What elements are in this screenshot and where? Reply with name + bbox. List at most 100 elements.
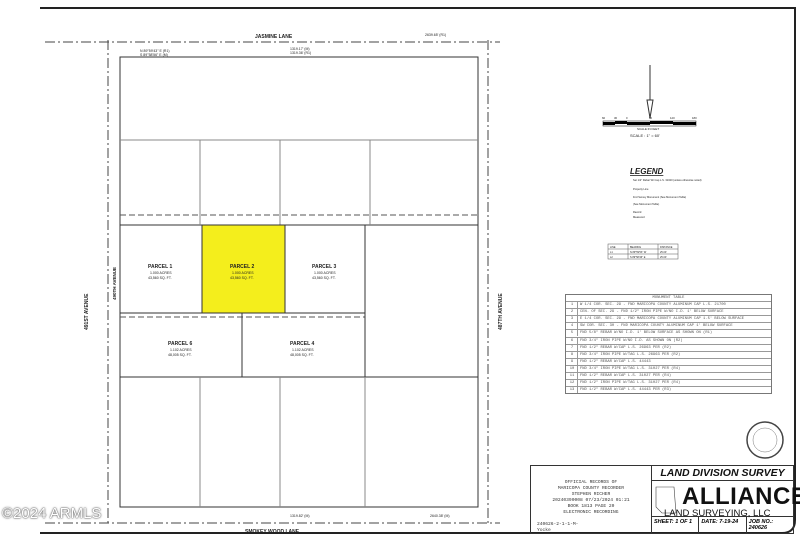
recording-line: ELECTRONIC RECORDING xyxy=(563,510,619,515)
title-block: OFFICIAL RECORDS OF MARICOPA COUNTY RECO… xyxy=(530,465,800,534)
north-arrow-head-icon xyxy=(646,99,654,119)
parcel-name: PARCEL 6 xyxy=(168,341,192,347)
survey-title: LAND DIVISION SURVEY xyxy=(652,466,793,481)
parcel-1[interactable]: PARCEL 1 1.000 ACRES 43,560 SQ. FT. xyxy=(148,264,172,280)
company-subtitle: LAND SURVEYING, LLC xyxy=(664,508,771,519)
parcel-acres: 1.000 ACRES xyxy=(150,271,172,275)
scale-ratio: SCALE : 1" = 60' xyxy=(630,133,660,138)
svg-text:N 89°59'53" W: N 89°59'53" W xyxy=(630,251,647,254)
surveyor-seal-inner xyxy=(752,427,778,453)
legend-item: Property Line xyxy=(633,187,649,191)
parcel-sqft: 43,560 SQ. FT. xyxy=(148,276,172,280)
scale-tick: 180 xyxy=(692,116,697,120)
street-north: JASMINE LANE xyxy=(255,34,293,40)
parcel-sqft: 48,005 SQ. FT. xyxy=(290,353,314,357)
street-south: SMOKEY WOOD LANE xyxy=(245,529,300,535)
legend-item: Set 1/2" Rebar W/ Cap L.S. 31020 (unless… xyxy=(633,178,702,182)
company-logo: ALLIANCE LAND SURVEYING, LLC xyxy=(652,481,800,519)
recording-line: STEPHEN RICHER xyxy=(571,492,611,497)
company-name: ALLIANCE xyxy=(682,483,800,510)
svg-text:L2: L2 xyxy=(610,256,613,259)
svg-text:L1: L1 xyxy=(610,251,613,254)
surveyor-seal xyxy=(746,421,784,459)
parcel-6[interactable]: PARCEL 6 1.102 ACRES 48,005 SQ. FT. xyxy=(168,341,192,357)
dim-north-dist: 2639.65' (R1) xyxy=(425,33,446,37)
parcel-2[interactable]: PARCEL 2 1.000 ACRES 43,560 SQ. FT. xyxy=(230,264,254,280)
arizona-outline-icon xyxy=(655,486,677,514)
parcel-name: PARCEL 2 xyxy=(230,264,254,270)
sheet-number: SHEET: 1 OF 1 xyxy=(652,517,700,533)
monument-table-title: MONUMENT TABLE xyxy=(652,296,685,300)
recording-line: BOOK 1813 PAGE 20 xyxy=(567,504,615,509)
legend-item: (See Monument Table) xyxy=(633,202,659,206)
recording-info: OFFICIAL RECORDS OF MARICOPA COUNTY RECO… xyxy=(531,466,652,533)
scale-bar xyxy=(602,120,697,127)
parcel-name: PARCEL 4 xyxy=(290,341,314,347)
parcel-acres: 1.000 ACRES xyxy=(314,271,336,275)
parcel-sqft: 48,005 SQ. FT. xyxy=(168,353,192,357)
svg-text:25.00': 25.00' xyxy=(660,251,667,254)
svg-text:LINE: LINE xyxy=(610,246,616,249)
parcel-name: PARCEL 1 xyxy=(148,264,172,270)
survey-date: DATE: 7-19-24 xyxy=(699,517,747,533)
watermark: ©2024 ARMLS xyxy=(2,505,102,522)
bearing-north: N 89°59'43" E (R1) xyxy=(140,49,170,53)
scale-tick: 60 xyxy=(602,116,606,120)
dim-south-dist: 2640.38' (M) xyxy=(430,514,450,518)
scale-tick: 60 xyxy=(649,116,653,120)
bearing-north-2: S 89°58'56" E (M) xyxy=(140,53,168,57)
scale-tick: 30 xyxy=(614,116,618,120)
legend-item: Measured xyxy=(633,215,645,219)
legend-item: Fnd Survey Monument (See Monument Table) xyxy=(633,195,686,199)
svg-text:25.00': 25.00' xyxy=(660,256,667,259)
street-east: 487TH AVENUE xyxy=(498,293,504,330)
recording-line: OFFICIAL RECORDS OF xyxy=(564,480,618,485)
street-west-inner: 490TH AVENUE xyxy=(112,267,117,300)
scale-tick: 0 xyxy=(626,116,628,120)
recording-line: MARICOPA COUNTY RECORDER xyxy=(557,486,625,491)
svg-text:S 89°58'46" E: S 89°58'46" E xyxy=(630,256,646,259)
dim-north: 1319.17' (M) xyxy=(290,47,310,51)
job-number: JOB NO.: 240626 xyxy=(748,519,774,531)
recording-ref: Yocke xyxy=(537,528,551,533)
recording-ref: 240626-2-1-1-M- xyxy=(537,522,579,527)
legend-item: Record xyxy=(633,210,642,214)
svg-text:DISTANCE: DISTANCE xyxy=(660,246,673,249)
parcel-sqft: 43,560 SQ. FT. xyxy=(230,276,254,280)
scale-tick: 120 xyxy=(670,116,675,120)
parcel-sqft: 43,560 SQ. FT. xyxy=(312,276,336,280)
parcel-3[interactable]: PARCEL 3 1.000 ACRES 43,560 SQ. FT. xyxy=(312,264,336,280)
parcel-4[interactable]: PARCEL 4 1.102 ACRES 48,005 SQ. FT. xyxy=(290,341,314,357)
parcel-2-highlight[interactable] xyxy=(201,224,286,314)
parcel-acres: 1.000 ACRES xyxy=(232,271,254,275)
line-table: LINE BEARING DISTANCE L1 N 89°59'53" W 2… xyxy=(607,243,679,260)
street-west-outer: 491ST AVENUE xyxy=(84,293,90,330)
parcel-acres: 1.102 ACRES xyxy=(170,348,192,352)
sheet-border xyxy=(40,7,796,534)
svg-text:BEARING: BEARING xyxy=(630,246,641,249)
dim-north-rec: 1319.36' (R1) xyxy=(290,51,311,55)
property-boundary xyxy=(119,56,479,508)
dim-south: 1319.82' (M) xyxy=(290,514,310,518)
scale-caption: SCALE IN FEET xyxy=(637,127,659,131)
recording-line: 20240390008 07/23/2024 01:21 xyxy=(552,498,630,503)
legend-title: LEGEND xyxy=(630,167,664,176)
parcel-name: PARCEL 3 xyxy=(312,264,336,270)
parcel-acres: 1.102 ACRES xyxy=(292,348,314,352)
